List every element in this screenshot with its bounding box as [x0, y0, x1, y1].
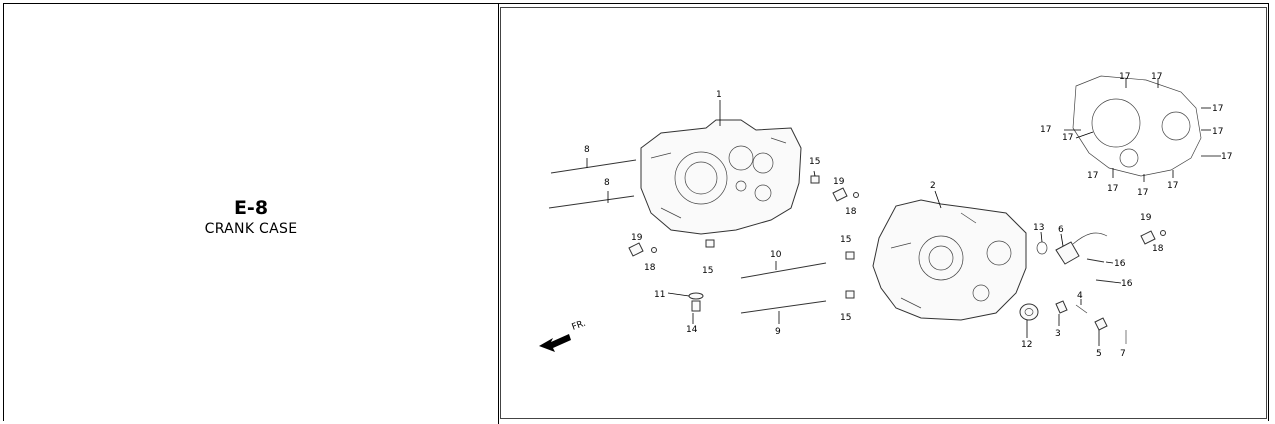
callout-8-upper: 8 — [584, 145, 590, 155]
brackets-19-bolts-18 — [628, 187, 1166, 257]
callout-10: 10 — [770, 250, 782, 260]
callout-17-i: 17 — [1107, 184, 1118, 194]
bolts-16 — [1086, 258, 1114, 283]
callout-labels: 1 2 3 4 5 6 7 8 8 9 10 11 12 13 14 15 15… — [584, 72, 1232, 359]
stud-bolts-8 — [548, 159, 637, 209]
callout-12: 12 — [1021, 340, 1032, 350]
callout-15-c: 15 — [840, 235, 851, 245]
callout-18-c: 18 — [1152, 244, 1164, 254]
callout-9: 9 — [775, 327, 781, 337]
callout-17-e: 17 — [1062, 133, 1073, 143]
callout-19-c: 19 — [1140, 213, 1152, 223]
left-crankcase-half — [640, 119, 802, 235]
oil-seal-12 — [1019, 303, 1039, 321]
dowel-pins-15 — [705, 175, 855, 299]
callout-13: 13 — [1033, 223, 1044, 233]
callout-17-c: 17 — [1212, 104, 1223, 114]
callout-4: 4 — [1077, 291, 1083, 301]
stud-bolts-9-10 — [740, 262, 827, 314]
diagram-canvas: FR. — [539, 72, 1232, 359]
callout-19-b: 19 — [631, 233, 643, 243]
callout-1: 1 — [716, 90, 722, 100]
callout-17-b: 17 — [1151, 72, 1162, 82]
leader-lines — [586, 78, 1221, 346]
callout-8-lower: 8 — [604, 178, 610, 188]
callout-16-b: 16 — [1121, 279, 1133, 289]
callout-17-g: 17 — [1221, 152, 1232, 162]
section-code: E-8 — [233, 197, 269, 219]
sensor-6 — [1055, 232, 1108, 265]
callout-17-f: 17 — [1212, 127, 1223, 137]
callout-17-h: 17 — [1087, 171, 1098, 181]
callout-3: 3 — [1055, 329, 1061, 339]
callout-16-a: 16 — [1114, 259, 1126, 269]
drain-plug-11-14 — [688, 292, 704, 312]
front-direction-arrow-icon — [539, 334, 571, 352]
callout-15-b: 15 — [702, 266, 713, 276]
callout-14: 14 — [686, 325, 698, 335]
callout-17-k: 17 — [1167, 181, 1178, 191]
section-title-block: E-8 CRANK CASE — [4, 196, 498, 238]
front-direction-label: FR. — [571, 319, 588, 333]
section-name: CRANK CASE — [204, 221, 298, 237]
small-parts-3-4-5-7 — [1055, 300, 1127, 344]
callout-7: 7 — [1120, 349, 1126, 359]
callout-5: 5 — [1096, 349, 1102, 359]
section-title-panel: E-8 CRANK CASE — [4, 4, 499, 424]
right-crankcase-half — [872, 199, 1027, 321]
callout-6: 6 — [1058, 225, 1064, 235]
crankcase-gasket — [1072, 75, 1202, 177]
callout-17-d: 17 — [1040, 125, 1051, 135]
page-frame — [3, 3, 1269, 421]
callout-15-a: 15 — [809, 157, 820, 167]
callout-2: 2 — [930, 181, 936, 191]
callout-15-d: 15 — [840, 313, 851, 323]
callout-17-j: 17 — [1137, 188, 1148, 198]
exploded-parts-diagram: FR. — [500, 7, 1267, 419]
callout-19-a: 19 — [833, 177, 845, 187]
callout-18-a: 18 — [845, 207, 857, 217]
callout-17-a: 17 — [1119, 72, 1130, 82]
o-ring-13 — [1036, 241, 1048, 255]
callout-18-b: 18 — [644, 263, 656, 273]
callout-11: 11 — [654, 290, 665, 300]
